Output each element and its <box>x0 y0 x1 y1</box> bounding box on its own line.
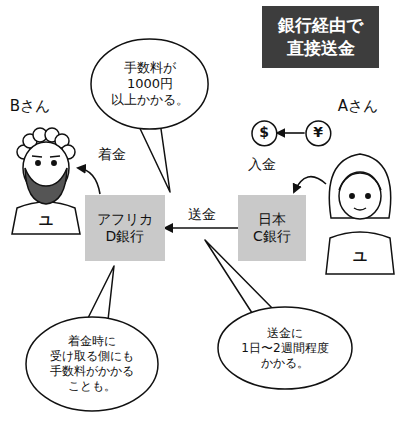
outline <box>306 121 331 146</box>
text-wrap: $ <box>259 124 269 142</box>
text-wrap: 着金時に 受け取る側にも 手数料がかかる ことも。 <box>50 334 134 394</box>
text-line: かかる。 <box>241 356 328 371</box>
text-line: 日本 <box>253 211 291 229</box>
node-text: 送金に 1日〜2週間程度 かかる。 <box>241 326 328 371</box>
text-line: 着金時に <box>50 334 134 349</box>
text-line: 受け取る側にも <box>50 349 134 364</box>
node-text: アフリカ D銀行 <box>97 211 153 246</box>
speech-bubble: 送金に 1日〜2週間程度 かかる。 <box>217 306 353 390</box>
deposit-arrow <box>294 177 326 192</box>
bubble-tail <box>86 266 114 322</box>
text-line: 直接送金 <box>278 37 363 60</box>
text-wrap: 送金に 1日〜2週間程度 かかる。 <box>241 326 328 371</box>
text-line: D銀行 <box>97 228 153 246</box>
text-line: 手数料が <box>111 60 189 76</box>
shirt-mark: ユ <box>39 212 53 229</box>
speech-bubble: 着金時に 受け取る側にも 手数料がかかる ことも。 <box>25 316 159 412</box>
shirt-mark: ユ <box>353 248 367 265</box>
currency-circle: $ <box>251 120 278 147</box>
person-name: Aさん <box>338 97 378 115</box>
node-text: 着金時に 受け取る側にも 手数料がかかる ことも。 <box>50 334 134 394</box>
text-line: C銀行 <box>253 228 291 246</box>
title-box: 銀行経由で 直接送金 <box>262 6 379 68</box>
connector-label: 送金 <box>186 206 218 223</box>
outline <box>26 317 158 411</box>
title-text: 銀行経由で 直接送金 <box>278 14 363 60</box>
connector <box>277 132 304 134</box>
text-line: 銀行経由で <box>278 14 363 37</box>
connector <box>165 227 238 229</box>
bubble-tail <box>136 120 170 192</box>
text-line: ことも。 <box>50 379 134 394</box>
text-line: 手数料がかかる <box>50 364 134 379</box>
text-wrap: 日本 C銀行 <box>253 211 291 246</box>
bank-box: アフリカ D銀行 <box>85 195 165 261</box>
node-text: 手数料が 1000円 以上かかる。 <box>111 60 189 109</box>
node-text: 日本 C銀行 <box>253 211 291 246</box>
person-a <box>326 154 394 274</box>
text-wrap: アフリカ D銀行 <box>97 211 153 246</box>
text-line: 以上かかる。 <box>111 92 189 108</box>
person-b <box>12 128 80 234</box>
flow-label: 着金 <box>98 146 126 163</box>
text-line: アフリカ <box>97 211 153 229</box>
text-line: 1日〜2週間程度 <box>241 341 328 356</box>
arrival-arrow <box>78 168 100 194</box>
outline <box>252 121 277 146</box>
bank-box: 日本 C銀行 <box>238 195 306 261</box>
text-line: $ <box>259 124 269 142</box>
text-line: 送金に <box>241 326 328 341</box>
person-name: Bさん <box>10 97 50 115</box>
speech-bubble: 手数料が 1000円 以上かかる。 <box>90 38 209 130</box>
node-text: $ <box>259 124 269 142</box>
currency-circle: ¥ <box>305 120 332 147</box>
text-line: ¥ <box>313 124 323 142</box>
flow-label: 入金 <box>248 156 276 173</box>
node-text: ¥ <box>313 124 323 142</box>
text-line: 1000円 <box>111 76 189 92</box>
outline <box>91 39 208 129</box>
text-wrap: ¥ <box>313 124 323 142</box>
text-wrap: 手数料が 1000円 以上かかる。 <box>111 60 189 109</box>
outline <box>218 307 352 389</box>
